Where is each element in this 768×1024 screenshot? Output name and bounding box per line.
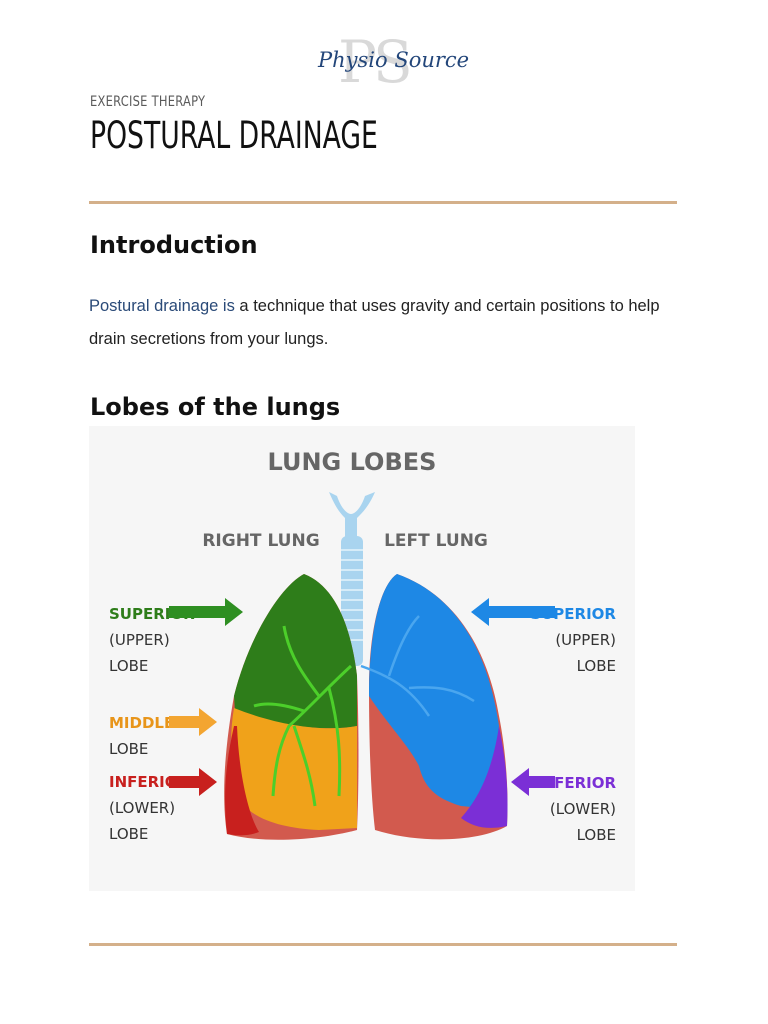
svg-text:(LOWER): (LOWER) [550, 800, 616, 818]
lobes-heading: Lobes of the lungs [90, 393, 341, 421]
svg-text:MIDDLE: MIDDLE [109, 714, 174, 732]
left-inferior-label: INFERIOR (LOWER) LOBE [511, 768, 616, 844]
right-inferior-lobe [225, 726, 259, 836]
svg-text:(UPPER): (UPPER) [109, 631, 170, 649]
right-superior-lobe [234, 574, 357, 729]
right-middle-label: MIDDLE LOBE [109, 708, 217, 758]
logo-monogram: PS [338, 28, 413, 96]
figure-title: LUNG LOBES [268, 448, 437, 476]
right-superior-label: SUPERIOR (UPPER) LOBE [109, 598, 243, 675]
lung-lobes-figure: LUNG LOBES RIGHT LUNG LEFT LUNG [89, 426, 635, 891]
left-superior-lobe [369, 574, 499, 808]
left-inferior-lobe [461, 726, 508, 828]
right-superior-arrow [169, 598, 243, 626]
svg-text:(LOWER): (LOWER) [109, 799, 175, 817]
svg-text:(UPPER): (UPPER) [555, 631, 616, 649]
left-superior-arrow [471, 598, 555, 626]
svg-text:LOBE: LOBE [109, 657, 148, 675]
left-lung [360, 574, 508, 840]
left-lung-label: LEFT LUNG [384, 531, 488, 551]
right-lung [224, 574, 359, 840]
lung-lobes-diagram: LUNG LOBES RIGHT LUNG LEFT LUNG [109, 448, 616, 844]
svg-text:LOBE: LOBE [109, 740, 148, 758]
svg-text:INFERIOR: INFERIOR [536, 774, 617, 792]
postural-drainage-link[interactable]: Postural drainage is [89, 297, 235, 315]
svg-text:LOBE: LOBE [577, 657, 616, 675]
left-superior-label: SUPERIOR (UPPER) LOBE [471, 598, 616, 675]
svg-text:LOBE: LOBE [577, 826, 616, 844]
page-title: POSTURAL DRAINAGE [90, 114, 378, 157]
top-divider [89, 201, 677, 204]
svg-text:LOBE: LOBE [109, 825, 148, 843]
right-middle-arrow [169, 708, 217, 736]
right-inferior-arrow [169, 768, 217, 796]
introduction-paragraph: Postural drainage is a technique that us… [89, 290, 679, 356]
bottom-divider [89, 943, 677, 946]
right-middle-lobe [231, 708, 357, 830]
right-bronchi [253, 625, 353, 807]
left-bronchi [360, 615, 475, 717]
right-inferior-label: INFERIOR (LOWER) LOBE [109, 768, 217, 843]
introduction-text: a technique that uses gravity and certai… [89, 297, 660, 348]
introduction-heading: Introduction [90, 231, 258, 259]
logo-brand-name: Physio Source [318, 48, 470, 72]
category-kicker: EXERCISE THERAPY [90, 94, 206, 110]
physio-source-logo: PS Physio Source [300, 28, 470, 96]
right-lung-label: RIGHT LUNG [202, 531, 319, 551]
left-inferior-arrow [511, 768, 555, 796]
